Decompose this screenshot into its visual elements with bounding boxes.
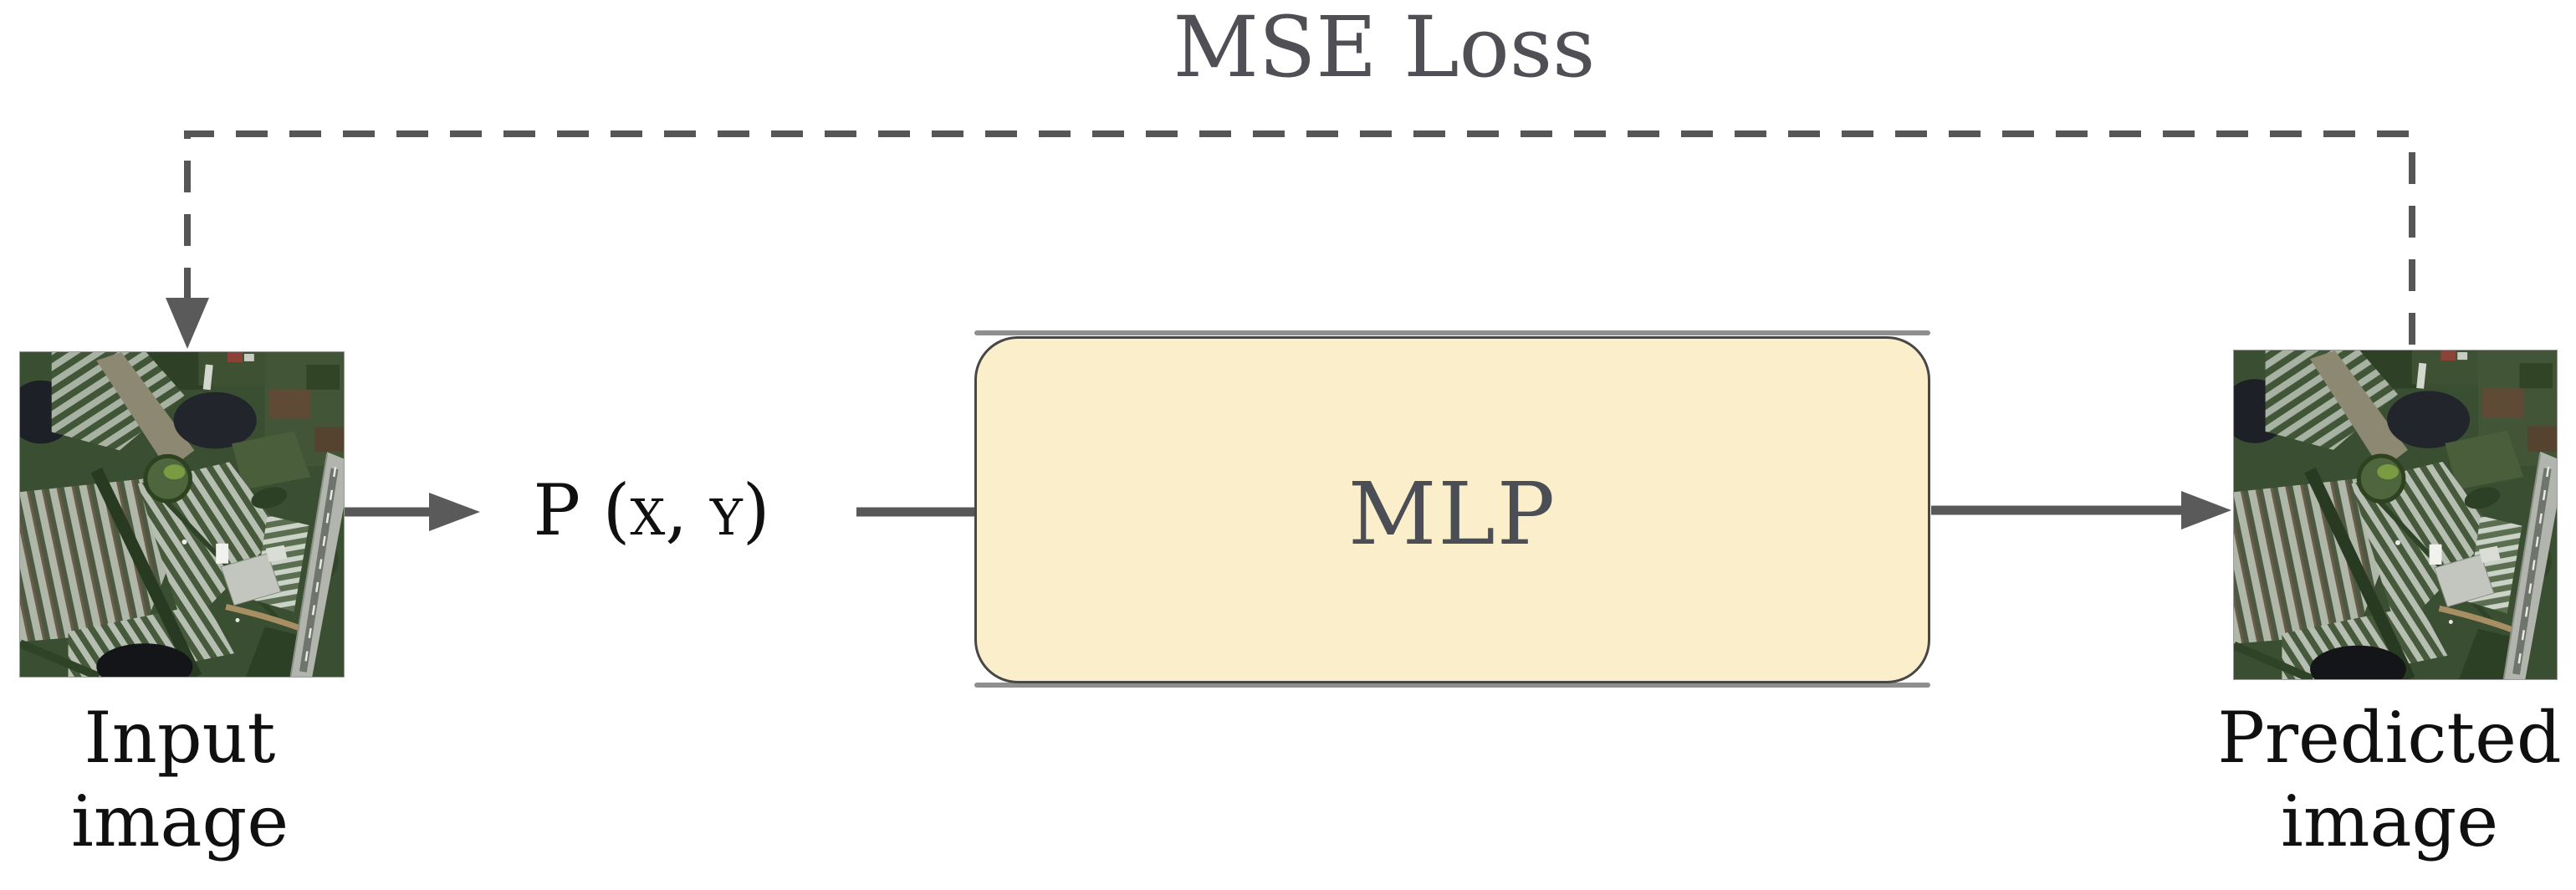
caption-line: Input <box>84 697 276 779</box>
mlp-box-top-shadow <box>974 330 1930 335</box>
input-image-caption: Input image <box>71 696 289 863</box>
caption-line: image <box>2280 780 2499 862</box>
mlp-node: MLP <box>974 336 1930 683</box>
right-arrowhead-icon <box>2181 491 2231 529</box>
right-arrowhead-icon <box>429 493 480 531</box>
caption-line: Predicted <box>2217 697 2562 779</box>
predicted-satellite-image <box>2233 350 2558 680</box>
satellite-photo-art <box>20 352 344 677</box>
down-arrowhead-icon <box>166 298 209 349</box>
mse-loss-title: MSE Loss <box>1173 0 1596 96</box>
pixel-coordinate-label: P (x, y) <box>533 469 770 551</box>
mse-loss-feedback-connector <box>184 130 2415 346</box>
mlp-box-bottom-shadow <box>974 683 1930 688</box>
satellite-photo-art <box>2234 350 2557 679</box>
predicted-image-caption: Predicted image <box>2217 696 2561 863</box>
input-satellite-image <box>19 351 345 678</box>
caption-line: image <box>70 780 289 862</box>
mlp-node-label: MLP <box>1347 463 1557 565</box>
